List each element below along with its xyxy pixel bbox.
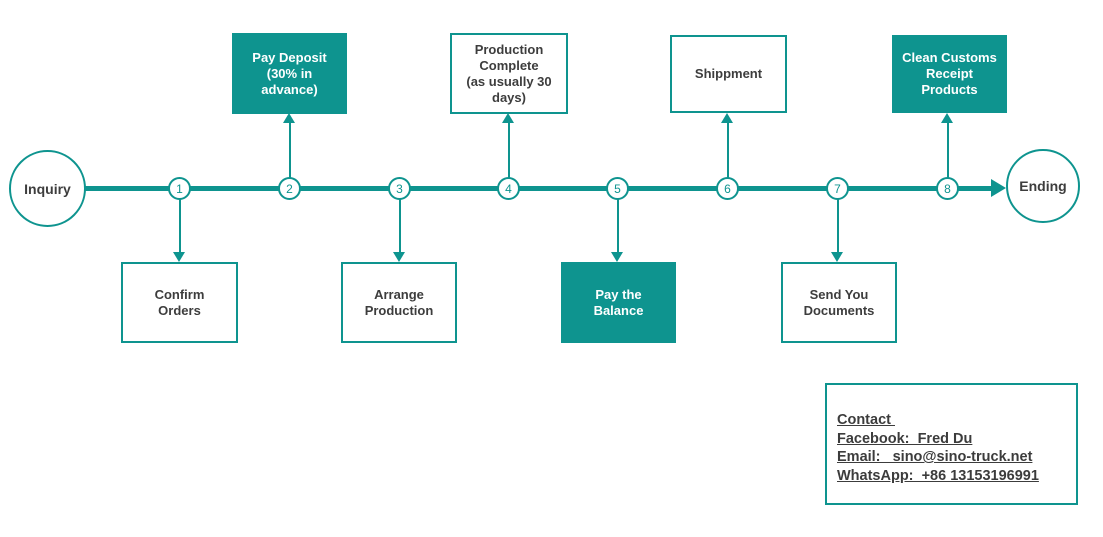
contact-facebook-line: Facebook: Fred Du [837,430,973,447]
end-circle-ending: Ending [1006,149,1080,223]
arrow-up-icon [941,113,953,123]
timeline-line [84,186,992,191]
arrow-up-icon [721,113,733,123]
milestone-node-3: 3 [388,177,411,200]
step-box-confirm-orders: Confirm Orders [121,262,238,343]
node-number: 8 [944,181,951,196]
arrow-down-icon [831,252,843,262]
connector-line [399,199,401,255]
end-circle-label: Ending [1019,178,1067,194]
contact-title: Contact [837,412,895,428]
connector-line [617,199,619,255]
arrow-down-icon [173,252,185,262]
step-box-clean-customs: Clean Customs Receipt Products [892,35,1007,113]
start-circle-inquiry: Inquiry [9,150,86,227]
milestone-node-6: 6 [716,177,739,200]
arrow-down-icon [393,252,405,262]
contact-card: Contact Facebook: Fred Du Email: sino@si… [825,383,1078,505]
timeline-arrowhead-icon [991,179,1006,197]
node-number: 1 [176,181,183,196]
connector-line [179,199,181,255]
step-box-pay-deposit: Pay Deposit (30% in advance) [232,33,347,114]
contact-whatsapp-line: WhatsApp: +86 13153196991 [837,467,1039,484]
milestone-node-2: 2 [278,177,301,200]
step-box-production-complete: Production Complete (as usually 30 days) [450,33,568,114]
connector-line [947,121,949,178]
node-number: 4 [505,181,512,196]
arrow-up-icon [283,113,295,123]
step-box-shipment: Shippment [670,35,787,113]
milestone-node-4: 4 [497,177,520,200]
connector-line [837,199,839,255]
connector-line [289,121,291,178]
node-number: 3 [396,181,403,196]
node-number: 5 [614,181,621,196]
contact-email-line: Email: sino@sino-truck.net [837,449,1033,465]
step-box-send-documents: Send You Documents [781,262,897,343]
node-number: 7 [834,181,841,196]
node-number: 6 [724,181,731,196]
milestone-node-1: 1 [168,177,191,200]
start-circle-label: Inquiry [24,180,71,197]
milestone-node-5: 5 [606,177,629,200]
milestone-node-8: 8 [936,177,959,200]
step-box-arrange-production: Arrange Production [341,262,457,343]
arrow-up-icon [502,113,514,123]
milestone-node-7: 7 [826,177,849,200]
step-box-pay-the-balance: Pay the Balance [561,262,676,343]
arrow-down-icon [611,252,623,262]
node-number: 2 [286,181,293,196]
connector-line [727,121,729,178]
connector-line [508,121,510,178]
